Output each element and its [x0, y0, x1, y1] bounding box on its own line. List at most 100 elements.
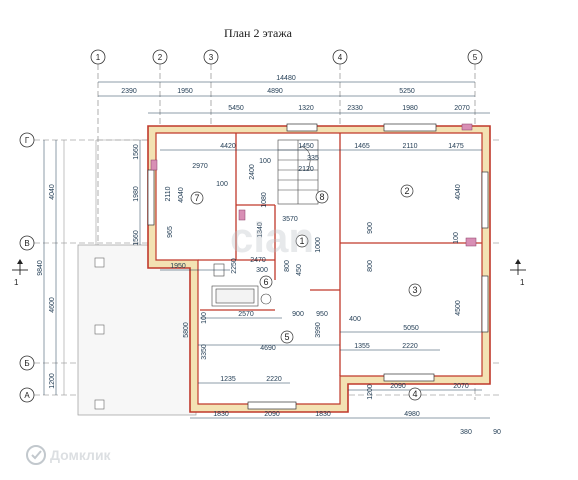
section-mark-left: 1 [14, 278, 19, 287]
dim-v-2110: 2110 [165, 186, 172, 201]
dim-2220-b: 2220 [266, 376, 282, 383]
dim-v-1200: 1200 [367, 384, 374, 400]
room-4-label: 4 [412, 389, 417, 399]
dim-v-1340: 1340 [257, 222, 264, 238]
watermark-overlay: cian [230, 214, 314, 261]
axis-column-markers: 1 2 3 4 5 [90, 49, 483, 65]
room-7-label: 7 [194, 193, 199, 203]
dim-2090-a: 2090 [390, 383, 406, 390]
dim-4690: 4690 [260, 345, 276, 352]
dim-total-top: 14480 [276, 75, 296, 82]
dim-950: 950 [316, 311, 328, 318]
room-6-label: 6 [263, 277, 268, 287]
dim-380: 380 [460, 429, 472, 436]
dim-left-inner-1: 1560 [133, 144, 140, 160]
dim-335: 335 [307, 155, 319, 162]
interior-walls [198, 133, 482, 376]
room-5-label: 5 [284, 332, 289, 342]
dim-1950: 1950 [170, 263, 186, 270]
dim-left-2: 4600 [49, 297, 56, 313]
dim-100-b: 100 [216, 181, 228, 188]
dim-2470: 2470 [250, 257, 266, 264]
dim-v-4040-a: 4040 [178, 187, 185, 203]
axis-col-1: 1 [96, 53, 101, 62]
dim-v-100-b: 100 [201, 312, 208, 324]
room-8-label: 8 [319, 192, 324, 202]
dim-v-4040-b: 4040 [455, 184, 462, 200]
dim-2070-b: 2070 [453, 383, 469, 390]
dim-v-2400: 2400 [249, 164, 256, 180]
dim-4420: 4420 [220, 143, 236, 150]
dim-left-inner-3: 1560 [133, 230, 140, 246]
dim-3570: 3570 [282, 216, 298, 223]
axis-col-4: 4 [338, 53, 343, 62]
radiators [150, 123, 477, 247]
dim-bottom-4: 4980 [404, 411, 420, 418]
dim-inner-2: 1320 [298, 105, 314, 112]
terrace-area [63, 139, 197, 416]
exterior-walls [147, 125, 491, 413]
dim-left-total: 9840 [37, 260, 44, 276]
axis-row-g: Г [25, 136, 30, 145]
dim-5050: 5050 [403, 325, 419, 332]
dim-inner-5: 2070 [454, 105, 470, 112]
dim-inner-4: 1980 [402, 105, 418, 112]
dim-v-2250: 2250 [231, 258, 238, 274]
axis-col-2: 2 [158, 53, 163, 62]
dim-top-3: 4890 [267, 88, 283, 95]
dim-v-100: 100 [453, 232, 460, 244]
axis-row-b: Б [24, 359, 29, 368]
room-2-label: 2 [404, 186, 409, 196]
dim-left-3: 1200 [49, 373, 56, 389]
dim-300: 300 [256, 267, 268, 274]
dim-top-4: 5250 [399, 88, 415, 95]
watermark-overlay-text: cian [230, 214, 314, 261]
dim-bottom-1: 1830 [213, 411, 229, 418]
dim-1475: 1475 [448, 143, 464, 150]
dim-inner-1: 5450 [228, 105, 244, 112]
room-3-label: 3 [412, 285, 417, 295]
dim-v-3350: 3350 [201, 344, 208, 360]
dim-v-4500: 4500 [455, 300, 462, 316]
dim-top-1: 2390 [121, 88, 137, 95]
dimension-lines [43, 81, 490, 419]
dim-1235: 1235 [220, 376, 236, 383]
dim-left-inner-2: 1980 [133, 186, 140, 202]
dim-inner-3: 2330 [347, 105, 363, 112]
axis-col-3: 3 [209, 53, 214, 62]
dim-left-1: 4040 [49, 184, 56, 200]
dim-bottom-3: 1830 [315, 411, 331, 418]
dim-1355: 1355 [354, 343, 370, 350]
dim-2110: 2110 [402, 143, 417, 150]
staircase [277, 139, 319, 205]
plan-title: План 2 этажа [224, 26, 293, 40]
section-mark-right: 1 [520, 278, 525, 287]
dim-2970: 2970 [192, 163, 208, 170]
room-1-label: 1 [299, 236, 304, 246]
dim-top-2: 1950 [177, 88, 193, 95]
dim-v-1080: 1080 [261, 192, 268, 208]
dim-v-800: 800 [284, 260, 291, 272]
brand-logo-icon [26, 445, 46, 465]
axis-row-v: В [24, 239, 29, 248]
dim-90: 90 [493, 429, 501, 436]
brand-name: Домклик [50, 447, 112, 463]
dim-v-800-b: 800 [367, 260, 374, 272]
room-markers: 7 2 3 4 5 6 8 1 [190, 184, 422, 401]
dim-400: 400 [349, 316, 361, 323]
dim-1450: 1450 [298, 143, 314, 150]
dim-bottom-2: 2090 [264, 411, 280, 418]
dim-v-965: 965 [167, 226, 174, 238]
axis-col-5: 5 [473, 53, 478, 62]
windows [147, 123, 489, 410]
dim-2220-a: 2220 [402, 343, 418, 350]
dim-v-1000: 1000 [315, 237, 322, 253]
dim-100-a: 100 [259, 158, 271, 165]
dim-2570: 2570 [238, 311, 254, 318]
dim-900: 900 [292, 311, 304, 318]
axis-row-markers: Г В Б А [19, 132, 35, 403]
dim-1465: 1465 [354, 143, 370, 150]
dim-v-900: 900 [367, 222, 374, 234]
dim-2120: 2120 [298, 166, 314, 173]
